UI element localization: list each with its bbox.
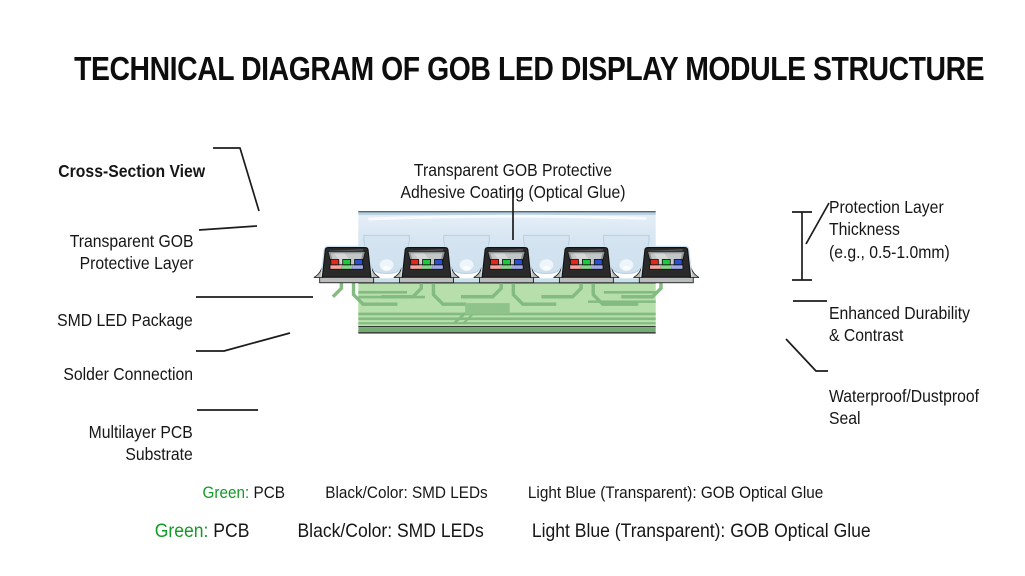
page-title: TECHNICAL DIAGRAM OF GOB LED DISPLAY MOD… (0, 50, 1025, 88)
label-cross-section-view: Cross-Section View (58, 161, 205, 182)
legend-item-optical-glue: Light Blue (Transparent): GOB Optical Gl… (531, 520, 871, 542)
cross-section-diagram (312, 211, 701, 334)
legend-item-pcb: Green: PCB (202, 483, 285, 502)
leader-waterproof (785, 338, 828, 372)
pcb-bottom-layer (358, 327, 656, 333)
pcb-substrate (331, 278, 663, 334)
label-waterproof: Waterproof/Dustproof Seal (829, 386, 979, 429)
label-smd-led-package: SMD LED Package (57, 310, 193, 331)
label-adhesive-coating: Transparent GOB Protective Adhesive Coat… (400, 160, 626, 203)
leader-cross-section (213, 147, 260, 212)
glue-highlight (368, 214, 647, 221)
legend-row-1: Green: PCB Black/Color: SMD LEDs Light B… (0, 483, 1025, 503)
legend-row-2: Green: PCB Black/Color: SMD LEDs Light B… (0, 520, 1025, 543)
label-solder-connection: Solder Connection (63, 364, 193, 385)
legend-item-optical-glue: Light Blue (Transparent): GOB Optical Gl… (527, 483, 823, 502)
label-multilayer-pcb: Multilayer PCB Substrate (88, 422, 193, 465)
pcb-copper-patch (465, 303, 510, 315)
label-durability: Enhanced Durability & Contrast (829, 303, 970, 346)
legend-item-pcb: Green: PCB (154, 520, 250, 542)
page-title-text: TECHNICAL DIAGRAM OF GOB LED DISPLAY MOD… (74, 50, 985, 87)
thickness-dimension-bracket (792, 202, 830, 281)
legend-item-smd-leds: Black/Color: SMD LEDs (324, 483, 488, 502)
label-protection-thickness: Protection Layer Thickness (e.g., 0.5-1.… (829, 197, 950, 262)
label-protective-layer: Transparent GOB Protective Layer (69, 231, 193, 274)
legend-item-smd-leds: Black/Color: SMD LEDs (297, 520, 484, 542)
